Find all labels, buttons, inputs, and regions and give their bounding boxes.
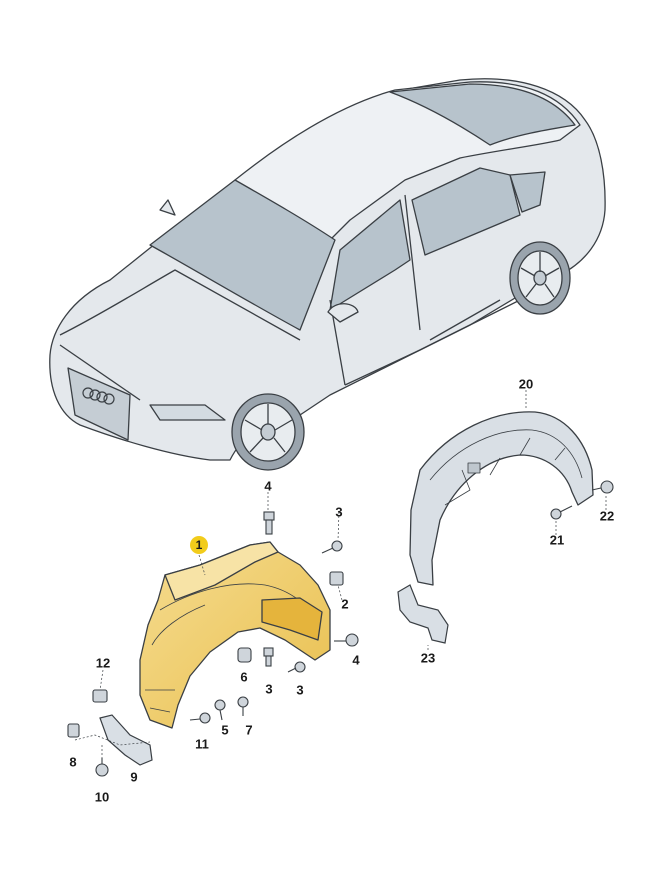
callout-3-middle: 3 [265, 681, 273, 697]
screw-7 [237, 696, 249, 716]
screw-4-right [334, 633, 359, 647]
callout-20: 20 [518, 376, 534, 392]
callout-7: 7 [245, 722, 253, 738]
hardware [67, 480, 614, 777]
callout-11: 11 [195, 736, 209, 752]
front-wheel-housing-liner [139, 541, 331, 729]
leader-lines [74, 390, 607, 758]
callout-4-top: 4 [264, 478, 272, 494]
callout-10: 10 [94, 789, 110, 805]
screw-3-middle [263, 647, 274, 667]
bracket-23 [397, 584, 449, 644]
callout-22: 22 [599, 508, 615, 524]
car-emblem [82, 387, 115, 405]
car-mirror [327, 303, 359, 323]
screw-3-right [321, 540, 343, 554]
clip-nut-2 [329, 571, 344, 586]
car-front-side-window [329, 199, 411, 311]
screw-10 [95, 758, 109, 777]
screw-21 [550, 505, 573, 520]
car-grille [67, 367, 131, 441]
clip-6 [237, 647, 252, 663]
callout-21: 21 [549, 532, 565, 548]
callout-9: 9 [130, 769, 138, 785]
callout-5: 5 [221, 722, 229, 738]
callout-2: 2 [341, 596, 349, 612]
car-rear-window [389, 83, 576, 146]
callout-1: 1 [190, 536, 208, 554]
car-rear-side-window [411, 167, 521, 256]
screw-4-top [263, 511, 275, 535]
callout-23: 23 [420, 650, 436, 666]
screw-5 [214, 699, 226, 721]
callout-8: 8 [69, 754, 77, 770]
car-illustration [49, 78, 606, 471]
clip-8 [67, 723, 80, 738]
callout-3-lower: 3 [296, 682, 304, 698]
car-rear-wheel [509, 241, 571, 315]
splash-guard-9 [99, 714, 153, 766]
car-headlight [149, 404, 226, 421]
screw-11 [189, 712, 211, 724]
car-windshield [149, 179, 336, 331]
callout-6: 6 [240, 669, 248, 685]
clip-12 [92, 689, 108, 703]
callout-4-right: 4 [352, 652, 360, 668]
rear-wheel-housing-liner [409, 411, 594, 586]
screw-3-lower [287, 661, 306, 673]
clip-22 [591, 480, 614, 494]
car-front-wheel [231, 393, 305, 471]
callout-12: 12 [95, 655, 111, 671]
callout-3-right: 3 [335, 504, 343, 520]
